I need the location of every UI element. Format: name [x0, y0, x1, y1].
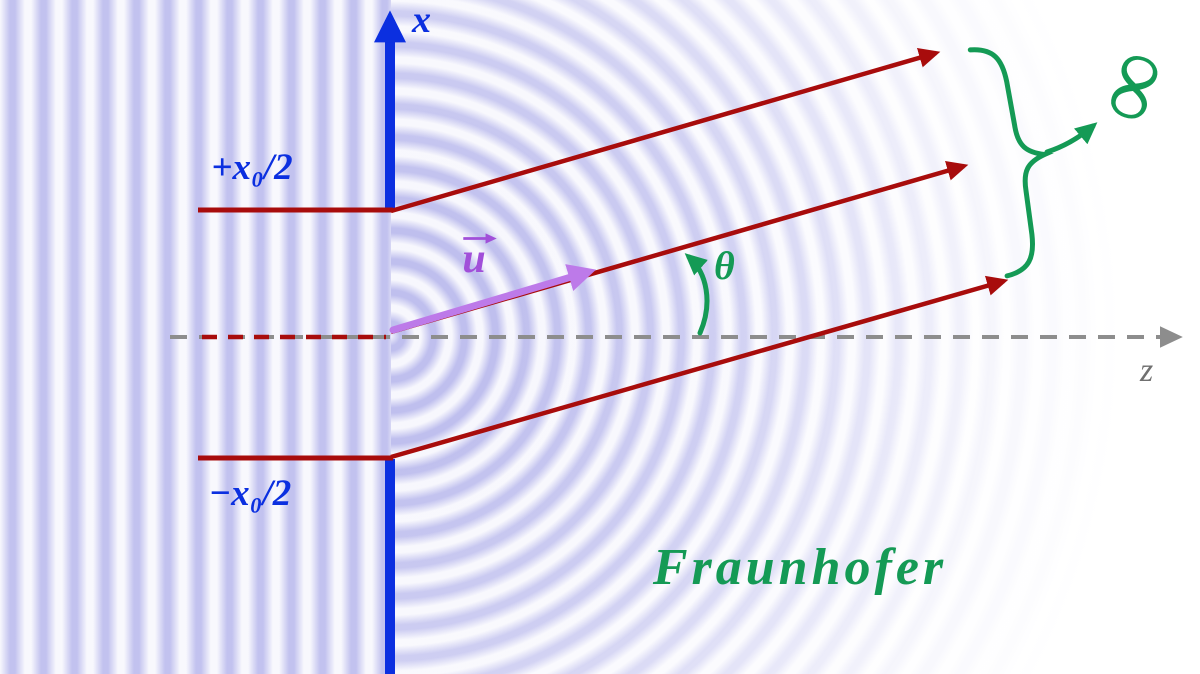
- to-infinity-arrow: [1044, 122, 1098, 155]
- z-axis-label: z: [1140, 352, 1154, 389]
- ray-top: [390, 47, 941, 214]
- fraunhofer-caption: Fraunhofer: [652, 539, 948, 596]
- slit-top-label: +x₀/2: [211, 147, 293, 188]
- wave-vector-arrow: [389, 264, 597, 334]
- curly-brace-icon: [967, 47, 1054, 279]
- angle-theta-label: θ: [714, 243, 735, 288]
- slit-bottom-label: −x₀/2: [208, 473, 292, 514]
- wave-vector-letter: u: [462, 236, 486, 282]
- wave-vector-label: u: [446, 232, 502, 280]
- x-axis-label: x: [412, 0, 431, 41]
- ray-bottom: [390, 275, 1009, 460]
- theta-angle-arc: [684, 253, 710, 336]
- vector-arrow-icon: [463, 233, 497, 244]
